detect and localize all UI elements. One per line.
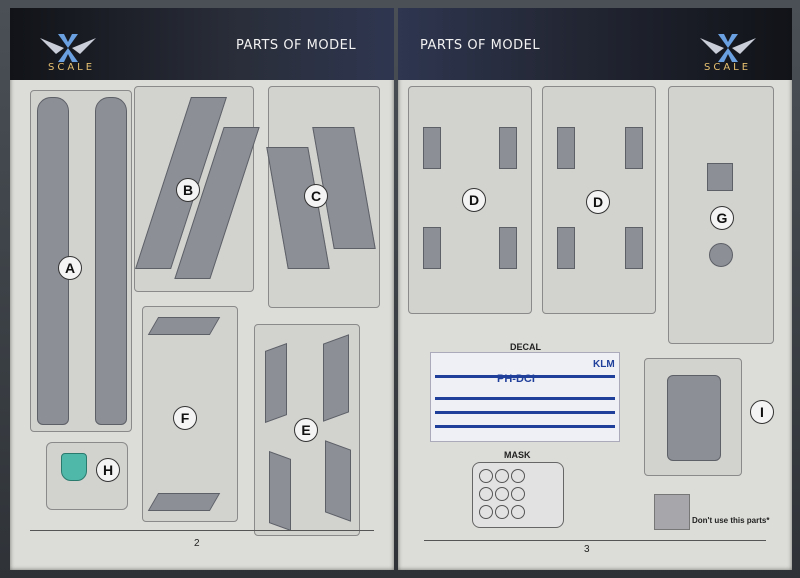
mask-circle (479, 469, 493, 483)
part (423, 227, 441, 269)
mask-label: MASK (504, 450, 531, 460)
sprue-d (408, 86, 532, 314)
mask-sheet (472, 462, 564, 528)
x-scale-logo-icon (40, 34, 96, 62)
unused-parts-note: Don't use this parts* (692, 516, 770, 525)
decal-stripe (435, 375, 615, 378)
part (269, 450, 291, 532)
sprue-label-c: C (304, 184, 328, 208)
page-number: 2 (194, 538, 200, 549)
mask-circle (511, 487, 525, 501)
part (499, 227, 517, 269)
part (709, 243, 733, 267)
page-right: PARTS OF MODEL SCALE D D (398, 8, 792, 570)
sprue-a (30, 90, 132, 432)
decal-stripe (435, 425, 615, 428)
footer-rule (30, 530, 374, 531)
mask-circle (511, 469, 525, 483)
sprue-label-a: A (58, 256, 82, 280)
logo-text: SCALE (48, 62, 96, 73)
mask-circle (511, 505, 525, 519)
logo-text: SCALE (704, 62, 752, 73)
sprue-label-f: F (173, 406, 197, 430)
decal-registration: PH-DCI (497, 373, 535, 385)
sprue-label-i: I (750, 400, 774, 424)
mask-circle (495, 469, 509, 483)
decal-sheet: PH-DCI KLM (430, 352, 620, 442)
part (147, 493, 221, 511)
sprue-label-d: D (586, 190, 610, 214)
part (323, 334, 349, 422)
part (625, 127, 643, 169)
unused-parts-swatch (654, 494, 690, 530)
sprue-label-d: D (462, 188, 486, 212)
sprue-label-g: G (710, 206, 734, 230)
part (265, 342, 287, 424)
decal-stripe (435, 411, 615, 414)
sprue-label-h: H (96, 458, 120, 482)
page-title: PARTS OF MODEL (420, 38, 541, 53)
page-number: 3 (584, 544, 590, 555)
sprue-label-b: B (176, 178, 200, 202)
part (499, 127, 517, 169)
sprue-i (644, 358, 742, 476)
decal-stripe (435, 397, 615, 400)
part (707, 163, 733, 191)
part (423, 127, 441, 169)
part (667, 375, 721, 461)
mask-circle (479, 487, 493, 501)
part (625, 227, 643, 269)
decal-label: DECAL (510, 342, 541, 352)
page-right-header: PARTS OF MODEL SCALE (398, 8, 792, 80)
decal-airline: KLM (593, 359, 615, 370)
mask-circle (495, 505, 509, 519)
part (557, 227, 575, 269)
fuselage-half-right (95, 97, 127, 425)
page-left: SCALE PARTS OF MODEL A B C F (10, 8, 394, 570)
footer-rule (424, 540, 766, 541)
part (147, 317, 221, 335)
mask-circle (495, 487, 509, 501)
part (325, 440, 351, 522)
page-title: PARTS OF MODEL (236, 38, 357, 53)
sprue-e (254, 324, 360, 536)
sprue-label-e: E (294, 418, 318, 442)
mask-circle (479, 505, 493, 519)
part (557, 127, 575, 169)
canopy-clear-part (61, 453, 87, 481)
x-scale-logo-icon (700, 34, 756, 62)
page-left-header: SCALE PARTS OF MODEL (10, 8, 394, 80)
